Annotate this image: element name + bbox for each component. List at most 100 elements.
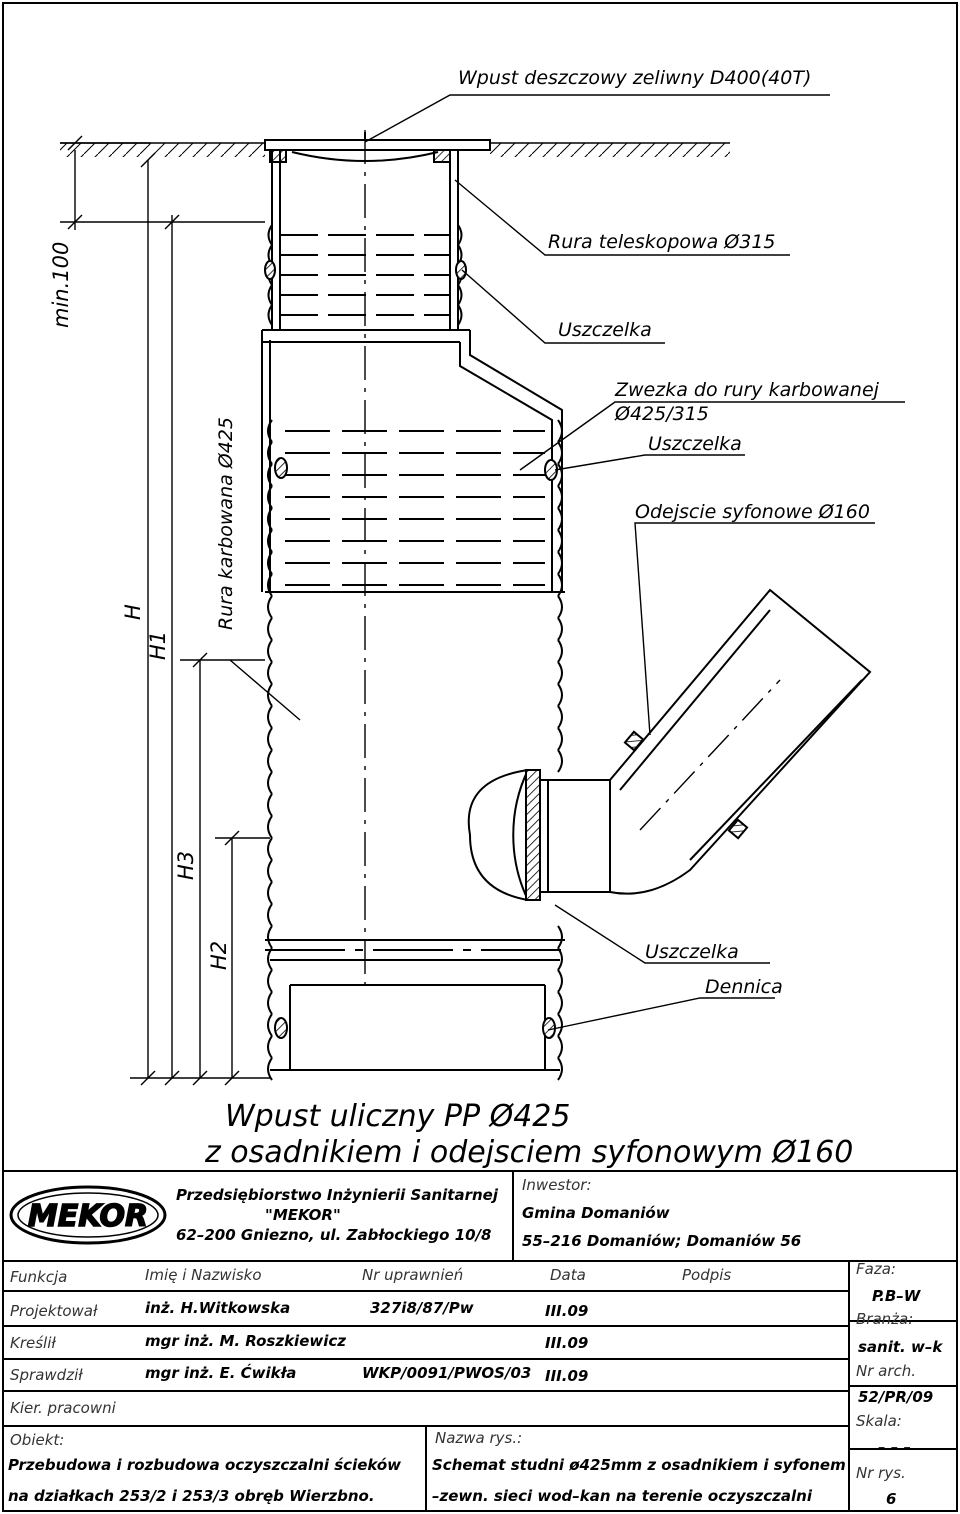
archive-value: 52/PR/09 [858,1388,934,1406]
row-function: Kreślił [10,1334,56,1352]
corrugation [557,705,563,729]
investor-name: Gmina Domaniów [522,1204,670,1222]
company-address: 62–200 Gniezno, ul. Zabłockiego 10/8 [176,1226,492,1244]
row-date: III.09 [545,1367,589,1385]
drawing-name-line2: –zewn. sieci wod–kan na terenie oczyszcz… [432,1487,812,1505]
dim-H2: H2 [207,941,231,970]
branch-value: sanit. w–k [858,1338,943,1356]
dim-H1: H1 [146,631,170,660]
phase-label: Faza: [856,1260,896,1278]
corrugation [557,573,563,597]
corrugation [557,595,563,619]
corrugation [557,925,563,949]
dim-H: H [121,604,145,620]
header-function: Funkcja [10,1268,68,1286]
label-corrugated-pipe: Rura karbowana Ø425 [215,417,237,630]
corrugation [557,1035,563,1059]
investor-label: Inwestor: [522,1176,592,1194]
corrugation [267,903,273,927]
corrugation [267,683,273,707]
corrugation [557,639,563,663]
row-name: mgr inż. E. Ćwikła [145,1364,297,1382]
label-reducer-line1: Zwezka do rury karbowanej [614,379,880,401]
corrugation [557,485,563,509]
archive-label: Nr arch. [856,1362,917,1380]
corrugation [557,683,563,707]
corrugation [557,991,563,1015]
corrugation [557,551,563,575]
corrugation [267,595,273,619]
corrugation [267,485,273,509]
dim-H3: H3 [174,851,198,880]
row-license: WKP/0091/PWOS/03 [362,1364,532,1382]
row-license: 327i8/87/Pw [370,1299,474,1317]
row-function: Sprawdził [10,1366,83,1384]
corrugation [267,771,273,795]
corrugation [267,551,273,575]
leader-lines [229,94,905,1031]
header-signature: Podpis [682,1266,732,1284]
corrugation [267,991,273,1015]
row-function: Projektował [10,1302,98,1320]
corrugation [267,837,273,861]
rib [267,284,273,306]
corrugation [557,507,563,531]
corrugation [267,815,273,839]
corrugation [267,925,273,949]
company-name: Przedsiębiorstwo Inżynierii Sanitarnej [176,1186,498,1204]
corrugation [267,419,273,443]
corrugation [557,1057,563,1081]
corrugation [557,617,563,641]
corrugation [267,1035,273,1059]
drawing-title-line1: Wpust uliczny PP Ø425 [225,1099,570,1134]
sheet-label: Nr rys. [856,1464,906,1482]
header-license: Nr uprawnień [362,1266,464,1284]
dim-min: min.100 [49,242,73,328]
corrugation [267,881,273,905]
logo-text: MEKOR [28,1199,148,1234]
corrugation [267,441,273,465]
dimension-lines [60,135,270,1086]
rib [457,284,463,306]
header-date: Data [550,1266,586,1284]
drawing-name-label: Nazwa rys.: [435,1429,523,1447]
rib [267,224,273,246]
row-function: Kier. pracowni [10,1399,116,1417]
rib [457,304,463,326]
object-line2: na działkach 253/2 i 253/3 obręb Wierzbn… [8,1487,375,1505]
scale-label: Skala: [856,1412,902,1430]
ground-surface [60,142,730,157]
reducer-fitting [261,329,563,592]
row-date: III.09 [545,1334,589,1352]
rib [267,304,273,326]
corrugation [267,969,273,993]
corrugation [267,617,273,641]
corrugation [267,661,273,685]
corrugation [557,727,563,751]
corrugation [557,1013,563,1037]
sheet-value: 6 [886,1490,897,1508]
siphon-outlet [467,588,872,901]
investor-address: 55–216 Domaniów; Domaniów 56 [522,1232,802,1250]
rain-inlet-grate [264,132,491,163]
drawing-name-line1: Schemat studni ø425mm z osadnikiem i syf… [432,1456,846,1474]
label-seal-mid: Uszczelka [648,433,742,455]
corrugation [557,529,563,553]
corrugation [267,1057,273,1081]
corrugation [557,441,563,465]
label-siphon-outlet: Odejscie syfonowe Ø160 [635,501,870,523]
corrugated-pipe [265,419,565,1081]
row-name: inż. H.Witkowska [145,1299,291,1317]
corrugation [267,859,273,883]
object-line1: Przebudowa i rozbudowa oczyszczalni ście… [8,1456,401,1474]
label-reducer-line2: Ø425/315 [614,403,709,425]
label-seal-top: Uszczelka [558,319,652,341]
drawing-title-line2: z osadnikiem i odejsciem syfonowym Ø160 [204,1135,853,1170]
bottom-base [270,959,560,1071]
phase-value: P.B–W [872,1287,921,1305]
corrugation [267,727,273,751]
object-label: Obiekt: [10,1431,65,1449]
corrugation [267,573,273,597]
label-bottom: Dennica [705,976,783,998]
